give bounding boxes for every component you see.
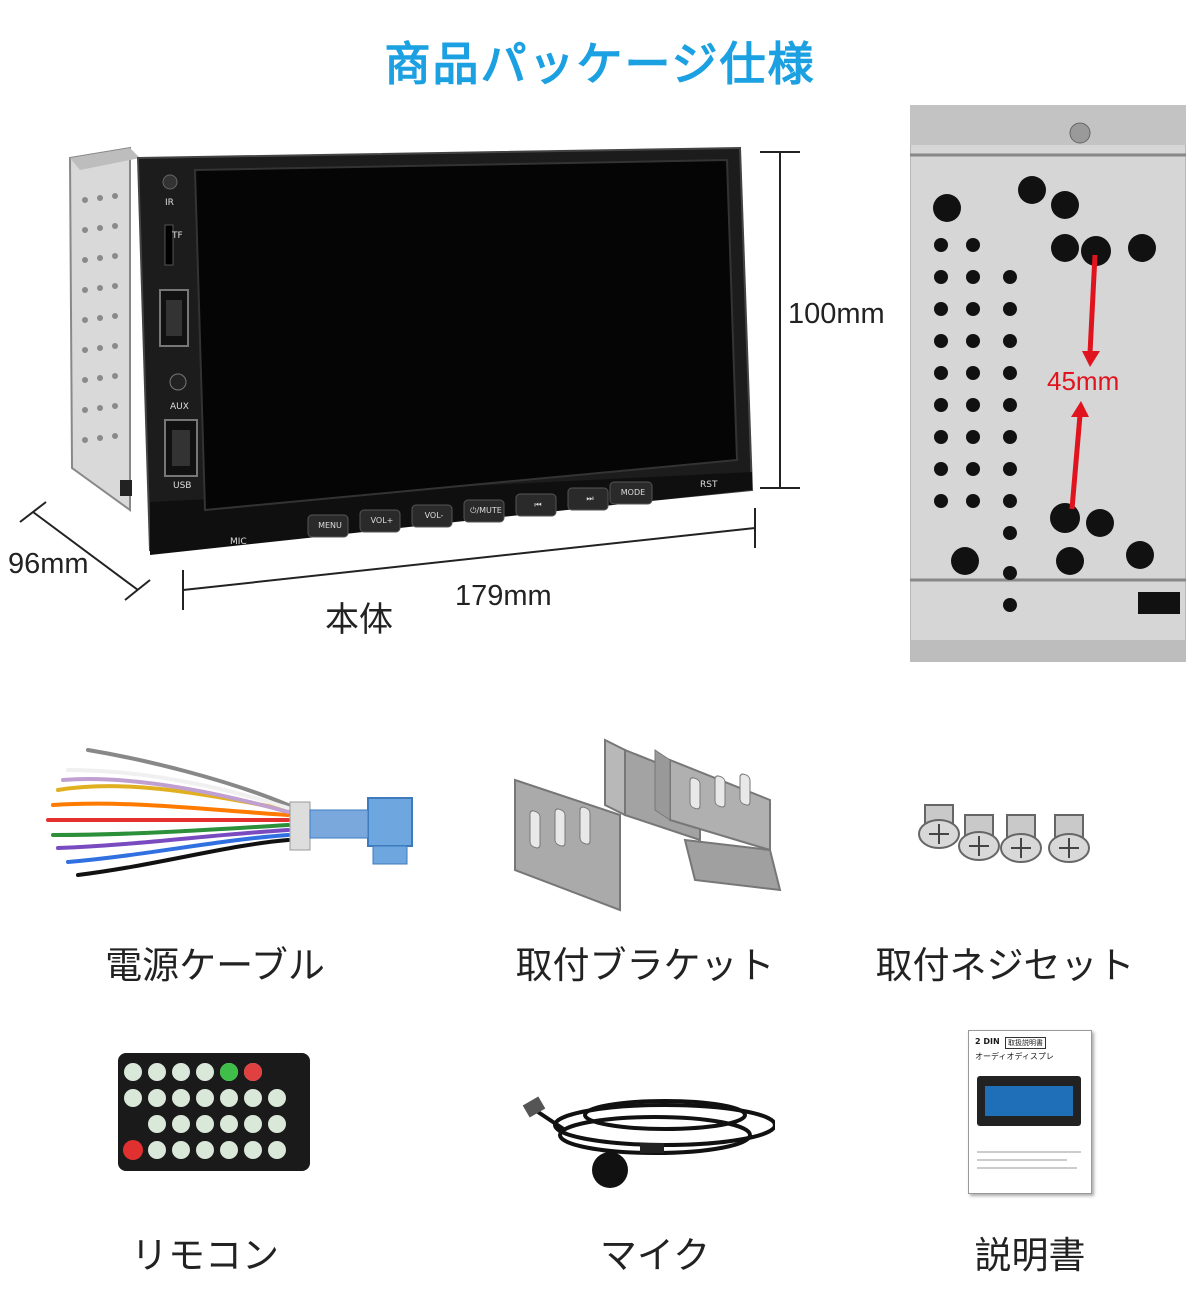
accessory-label-manual: 説明書 [974, 1234, 1086, 1277]
microphone-icon [522, 1096, 775, 1188]
next-button: ⏭ [586, 494, 594, 503]
ir-label: IR [165, 198, 174, 208]
menu-button: MENU [318, 521, 342, 530]
page-title: 商品パッケージ仕様 [384, 37, 816, 91]
mic-label: MIC [230, 537, 247, 547]
accessory-label-remote: リモコン [131, 1234, 279, 1277]
rst-label: RST [700, 480, 718, 490]
hole-spacing-label: 45mm [1047, 366, 1120, 396]
usb-label: USB [173, 481, 192, 491]
button-strip [307, 481, 653, 538]
accessory-label-power-cable: 電源ケーブル [105, 944, 325, 987]
power-cable-icon [46, 748, 413, 877]
mounting-bracket-icon [514, 738, 782, 912]
manual-icon: 2 DIN 取扱説明書 オーディオディスプレ [968, 1030, 1092, 1194]
accessory-label-bracket: 取付ブラケット [515, 944, 775, 987]
vol-up-button: VOL+ [370, 516, 394, 525]
accessory-label-screws: 取付ネジセット [875, 944, 1135, 987]
depth-dimension: 96mm [8, 548, 89, 580]
width-dimension: 179mm [455, 580, 552, 612]
main-unit-illustration [19, 146, 800, 610]
aux-label: AUX [170, 402, 189, 412]
main-unit-caption: 本体 [325, 600, 393, 640]
accessory-label-mic: マイク [599, 1234, 711, 1277]
prev-button: ⏮ [534, 500, 542, 509]
height-dimension: 100mm [788, 298, 885, 330]
manual-title: 2 DIN [975, 1037, 1000, 1046]
mute-button: ⏻/MUTE [470, 506, 502, 515]
mode-button: MODE [620, 488, 646, 497]
manual-subtitle: オーディオディスプレ [975, 1052, 1054, 1061]
manual-tag: 取扱説明書 [1005, 1037, 1046, 1049]
side-panel-photo [910, 105, 1186, 662]
tf-label: TF [172, 231, 183, 241]
remote-control-icon [118, 1053, 310, 1171]
vol-down-button: VOL- [424, 511, 444, 520]
screw-set-icon [918, 804, 1090, 863]
